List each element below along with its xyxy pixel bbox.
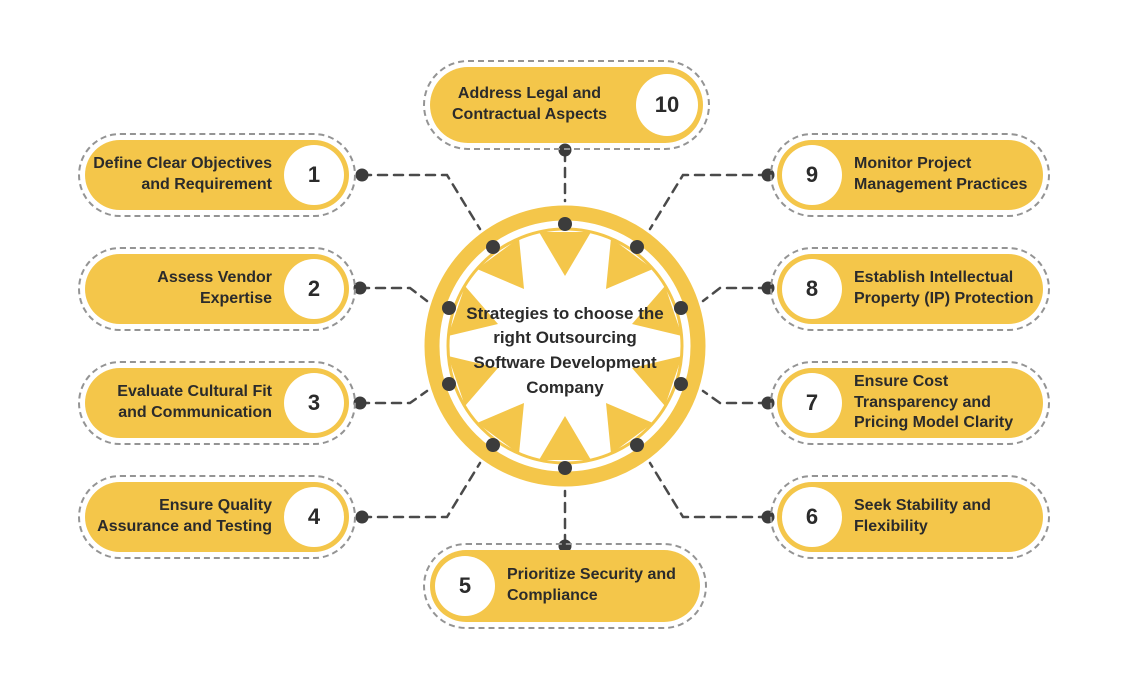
connector-line	[358, 389, 429, 405]
strategy-label-3: Evaluate Cultural Fit and Communication	[117, 383, 272, 421]
strategy-number-1: 1	[284, 145, 344, 205]
strategy-label-6: Seek Stability and Flexibility	[854, 497, 991, 535]
pennant-triangle	[539, 232, 591, 276]
pennant-triangle	[632, 286, 682, 336]
strategy-pill-4: Ensure Quality Assurance and Testing 4	[78, 475, 356, 559]
connectors	[358, 150, 770, 546]
connector-line	[648, 173, 770, 231]
strategy-label-1: Define Clear Objectives and Requirement	[93, 155, 272, 193]
strategy-pill-8: 8 Establish Intellectual Property (IP) P…	[770, 247, 1050, 331]
ring-dot	[630, 240, 644, 254]
connector-line	[360, 461, 482, 519]
pennant-triangle	[477, 403, 524, 454]
strategy-pill-7: 7 Ensure Cost Transparency and Pricing M…	[770, 361, 1050, 445]
strategy-label-4: Ensure Quality Assurance and Testing	[97, 497, 272, 535]
hub-title: Strategies to choose the right Outsourci…	[466, 303, 664, 397]
strategy-number-4: 4	[284, 487, 344, 547]
ring-dot	[674, 301, 688, 315]
strategy-number-7: 7	[782, 373, 842, 433]
ring-dot	[674, 377, 688, 391]
hub-pennants	[448, 232, 682, 460]
strategy-label-8: Establish Intellectual Property (IP) Pro…	[854, 269, 1034, 307]
strategy-number-6: 6	[782, 487, 842, 547]
strategy-pill-5: 5 Prioritize Security and Compliance	[423, 543, 707, 629]
strategy-pill-1: Define Clear Objectives and Requirement …	[78, 133, 356, 217]
strategy-pill-6: 6 Seek Stability and Flexibility	[770, 475, 1050, 559]
ring-dot	[558, 461, 572, 475]
pennant-triangle	[632, 356, 682, 406]
pennant-triangle	[477, 238, 524, 289]
strategy-pill-2: Assess Vendor Expertise 2	[78, 247, 356, 331]
strategy-number-3: 3	[284, 373, 344, 433]
strategy-pill-9: 9 Monitor Project Management Practices	[770, 133, 1050, 217]
connector-line	[360, 173, 482, 231]
ring-dot	[486, 240, 500, 254]
pennant-triangle	[539, 416, 591, 460]
pennant-triangle	[606, 238, 653, 289]
strategy-label-5: Prioritize Security and Compliance	[507, 566, 676, 604]
ring-dot	[442, 301, 456, 315]
connector-line	[701, 389, 770, 405]
ring-dot	[442, 377, 456, 391]
strategy-label-7: Ensure Cost Transparency and Pricing Mod…	[854, 372, 1014, 432]
strategy-label-2: Assess Vendor Expertise	[157, 269, 272, 307]
pennant-triangle	[448, 286, 498, 336]
ring-dot	[486, 438, 500, 452]
pill-dot	[353, 396, 367, 410]
strategy-pill-10: Address Legal and Contractual Aspects 10	[423, 60, 710, 150]
connector-line	[701, 286, 770, 303]
ring-node-dots	[442, 217, 688, 475]
connector-line	[358, 286, 429, 303]
strategy-label-10: Address Legal and Contractual Aspects	[452, 85, 607, 123]
strategy-number-9: 9	[782, 145, 842, 205]
connector-line	[648, 461, 770, 519]
strategy-label-9: Monitor Project Management Practices	[854, 155, 1028, 193]
ring-dot	[558, 217, 572, 231]
pennant-triangle	[606, 403, 653, 454]
strategy-number-10: 10	[636, 74, 698, 136]
pill-dot	[353, 281, 367, 295]
hub-outer-ring	[424, 205, 706, 487]
ring-dot	[630, 438, 644, 452]
strategy-number-5: 5	[435, 556, 495, 616]
strategy-number-2: 2	[284, 259, 344, 319]
strategy-pill-3: Evaluate Cultural Fit and Communication …	[78, 361, 356, 445]
pill-dot	[355, 510, 369, 524]
strategy-number-8: 8	[782, 259, 842, 319]
pennant-triangle	[448, 356, 498, 406]
pill-dot	[355, 168, 369, 182]
